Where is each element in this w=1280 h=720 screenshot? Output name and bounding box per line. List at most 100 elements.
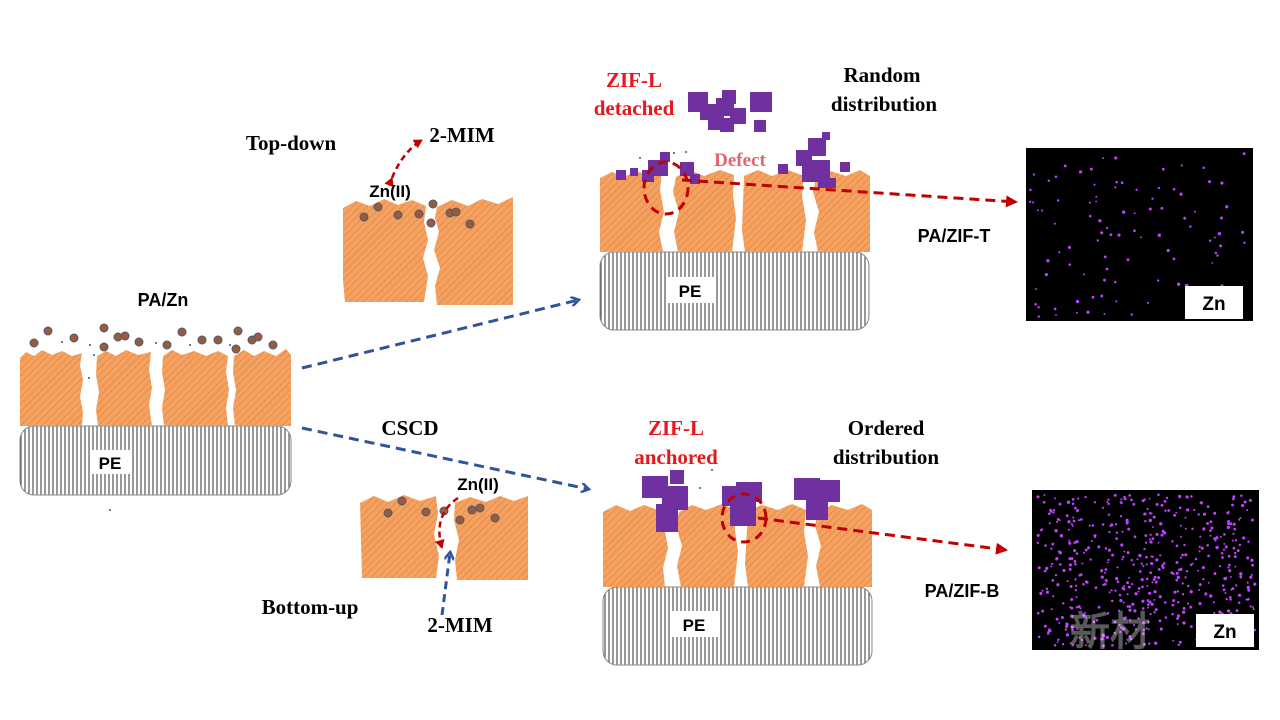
- map-dot: [1061, 643, 1065, 646]
- map-dot: [1084, 495, 1087, 499]
- map-dot: [1231, 503, 1234, 507]
- map-dot: [1159, 627, 1163, 631]
- map-dot: [1046, 259, 1050, 263]
- map-dot: [1147, 628, 1150, 631]
- map-dot: [1074, 506, 1077, 510]
- map-dot: [1145, 627, 1148, 630]
- distribution-label-top: distribution: [831, 92, 938, 116]
- map-dot: [1179, 524, 1182, 527]
- map-dot: [1233, 527, 1237, 531]
- map-dot: [1185, 570, 1189, 573]
- map-dot: [1079, 573, 1083, 577]
- map-dot: [1103, 313, 1106, 315]
- map-dot: [1034, 303, 1037, 306]
- map-dot: [1102, 157, 1105, 160]
- map-dot: [1234, 539, 1238, 542]
- pa-zn-membrane: PE PA/Zn: [19, 290, 292, 511]
- map-dot: [1106, 501, 1109, 504]
- map-dot: [1202, 166, 1205, 170]
- map-dot: [1122, 617, 1126, 620]
- map-dot: [1175, 561, 1179, 564]
- map-dot: [1138, 553, 1142, 558]
- map-dot: [1218, 610, 1222, 614]
- map-dot: [1213, 511, 1217, 515]
- map-dot: [1045, 587, 1049, 591]
- map-dot: [1246, 585, 1250, 590]
- map-dot: [1222, 588, 1226, 592]
- bottom-up-inset: Zn(II) Bottom-up 2-MIM: [262, 475, 528, 637]
- map-dot: [1108, 591, 1111, 594]
- map-dot: [1198, 550, 1201, 553]
- map-dot: [1062, 602, 1065, 605]
- map-dot: [1106, 612, 1110, 615]
- map-dot: [1115, 180, 1118, 184]
- map-dot: [1216, 536, 1219, 540]
- map-dot: [1096, 239, 1100, 242]
- map-dot: [1204, 593, 1207, 596]
- map-dot: [1190, 495, 1193, 498]
- map-dot: [1148, 538, 1151, 541]
- map-dot: [1065, 514, 1069, 518]
- map-dot: [1164, 509, 1167, 512]
- map-dot: [1175, 544, 1179, 548]
- map-dot: [1167, 509, 1171, 512]
- ion-dots: [699, 469, 713, 489]
- map-dot: [1074, 578, 1077, 581]
- map-dot: [1093, 536, 1096, 539]
- map-dot: [1129, 637, 1133, 641]
- map-dot: [1058, 519, 1061, 522]
- map-dot: [1216, 254, 1219, 257]
- map-dot: [1235, 584, 1238, 587]
- map-dot: [1246, 597, 1250, 601]
- map-dot: [1081, 562, 1084, 565]
- map-dot: [1140, 562, 1143, 565]
- map-dot: [1131, 602, 1135, 606]
- map-dot: [1209, 520, 1213, 524]
- map-dot: [1077, 519, 1080, 522]
- map-dot: [1142, 628, 1146, 632]
- map-dot: [1249, 605, 1252, 608]
- map-dot: [1095, 200, 1098, 203]
- map-dot: [1107, 502, 1110, 506]
- map-dot: [1154, 581, 1158, 584]
- defect-label: Defect: [714, 150, 766, 171]
- map-dot: [1147, 606, 1150, 609]
- map-dot: [1053, 643, 1057, 647]
- map-dot: [1093, 501, 1097, 504]
- map-dot: [1209, 534, 1212, 537]
- map-dot: [1221, 584, 1225, 587]
- map-dot: [1155, 503, 1159, 506]
- map-dot: [1085, 581, 1089, 584]
- map-dot: [1078, 170, 1083, 174]
- bottom-up-label: Bottom-up: [262, 595, 359, 619]
- map-dot: [1161, 167, 1165, 171]
- map-dot: [1176, 282, 1181, 286]
- map-dot: [1126, 551, 1130, 555]
- map-dot: [1137, 590, 1140, 593]
- map-dot: [1133, 535, 1137, 539]
- map-dot: [1087, 546, 1091, 550]
- map-dot: [1223, 576, 1228, 581]
- map-dot: [1227, 520, 1230, 523]
- map-dot: [1103, 255, 1107, 259]
- map-dot: [1147, 603, 1150, 606]
- map-dot: [1040, 528, 1043, 532]
- map-dot: [1224, 591, 1227, 595]
- map-dot: [1115, 576, 1119, 581]
- map-dot: [1043, 494, 1046, 496]
- map-dot: [1144, 534, 1148, 537]
- map-dot: [1176, 590, 1180, 593]
- map-dot: [1086, 310, 1090, 314]
- map-dot: [1183, 216, 1187, 220]
- map-dot: [1202, 527, 1206, 531]
- map-dot: [1052, 595, 1055, 598]
- map-dot: [1233, 551, 1237, 555]
- map-dot: [1231, 539, 1234, 542]
- map-dot: [1118, 623, 1121, 627]
- map-dot: [1232, 522, 1236, 526]
- map-dot: [1242, 536, 1246, 540]
- map-dot: [1054, 573, 1058, 577]
- map-dot: [1055, 520, 1059, 523]
- map-dot: [1036, 611, 1040, 615]
- map-dot: [1219, 216, 1224, 220]
